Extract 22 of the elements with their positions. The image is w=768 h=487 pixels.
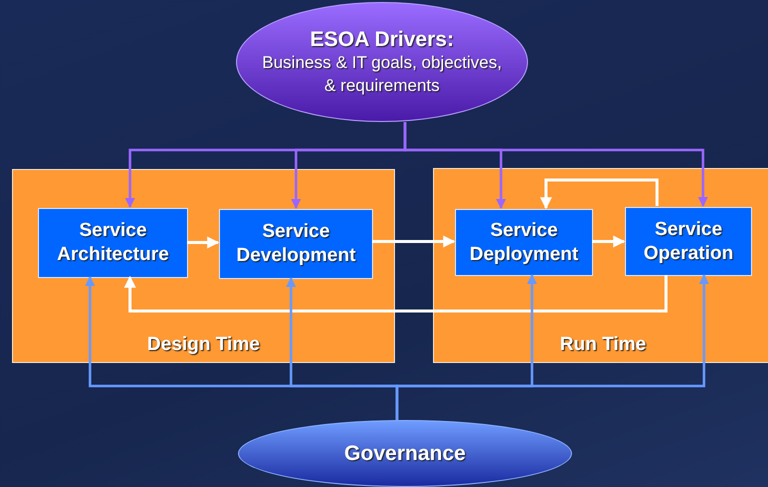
phase-panel bbox=[12, 169, 395, 363]
arrow bbox=[187, 236, 220, 248]
box-label: Service Development bbox=[235, 220, 357, 268]
arrow bbox=[540, 178, 658, 210]
ellipse-heading: ESOA Drivers: bbox=[310, 28, 454, 50]
ellipse-heading: Governance bbox=[344, 442, 466, 465]
ellipse-text: Business & IT goals, objectives, & requirements bbox=[262, 52, 502, 96]
box-label: Service Architecture bbox=[56, 219, 170, 267]
box-label: Service Deployment bbox=[468, 218, 580, 266]
arrow bbox=[124, 275, 668, 312]
box-label: Service Operation bbox=[642, 218, 734, 266]
panel-label: Design Time bbox=[147, 334, 260, 356]
process-box bbox=[219, 209, 373, 279]
arrow bbox=[396, 274, 709, 420]
process-box bbox=[625, 207, 752, 276]
process-box bbox=[38, 208, 188, 278]
arrow bbox=[592, 236, 626, 248]
arrow bbox=[404, 122, 708, 207]
process-box bbox=[455, 209, 593, 276]
arrow bbox=[372, 236, 456, 248]
panel-label: Run Time bbox=[560, 334, 646, 356]
phase-panel bbox=[433, 168, 768, 363]
